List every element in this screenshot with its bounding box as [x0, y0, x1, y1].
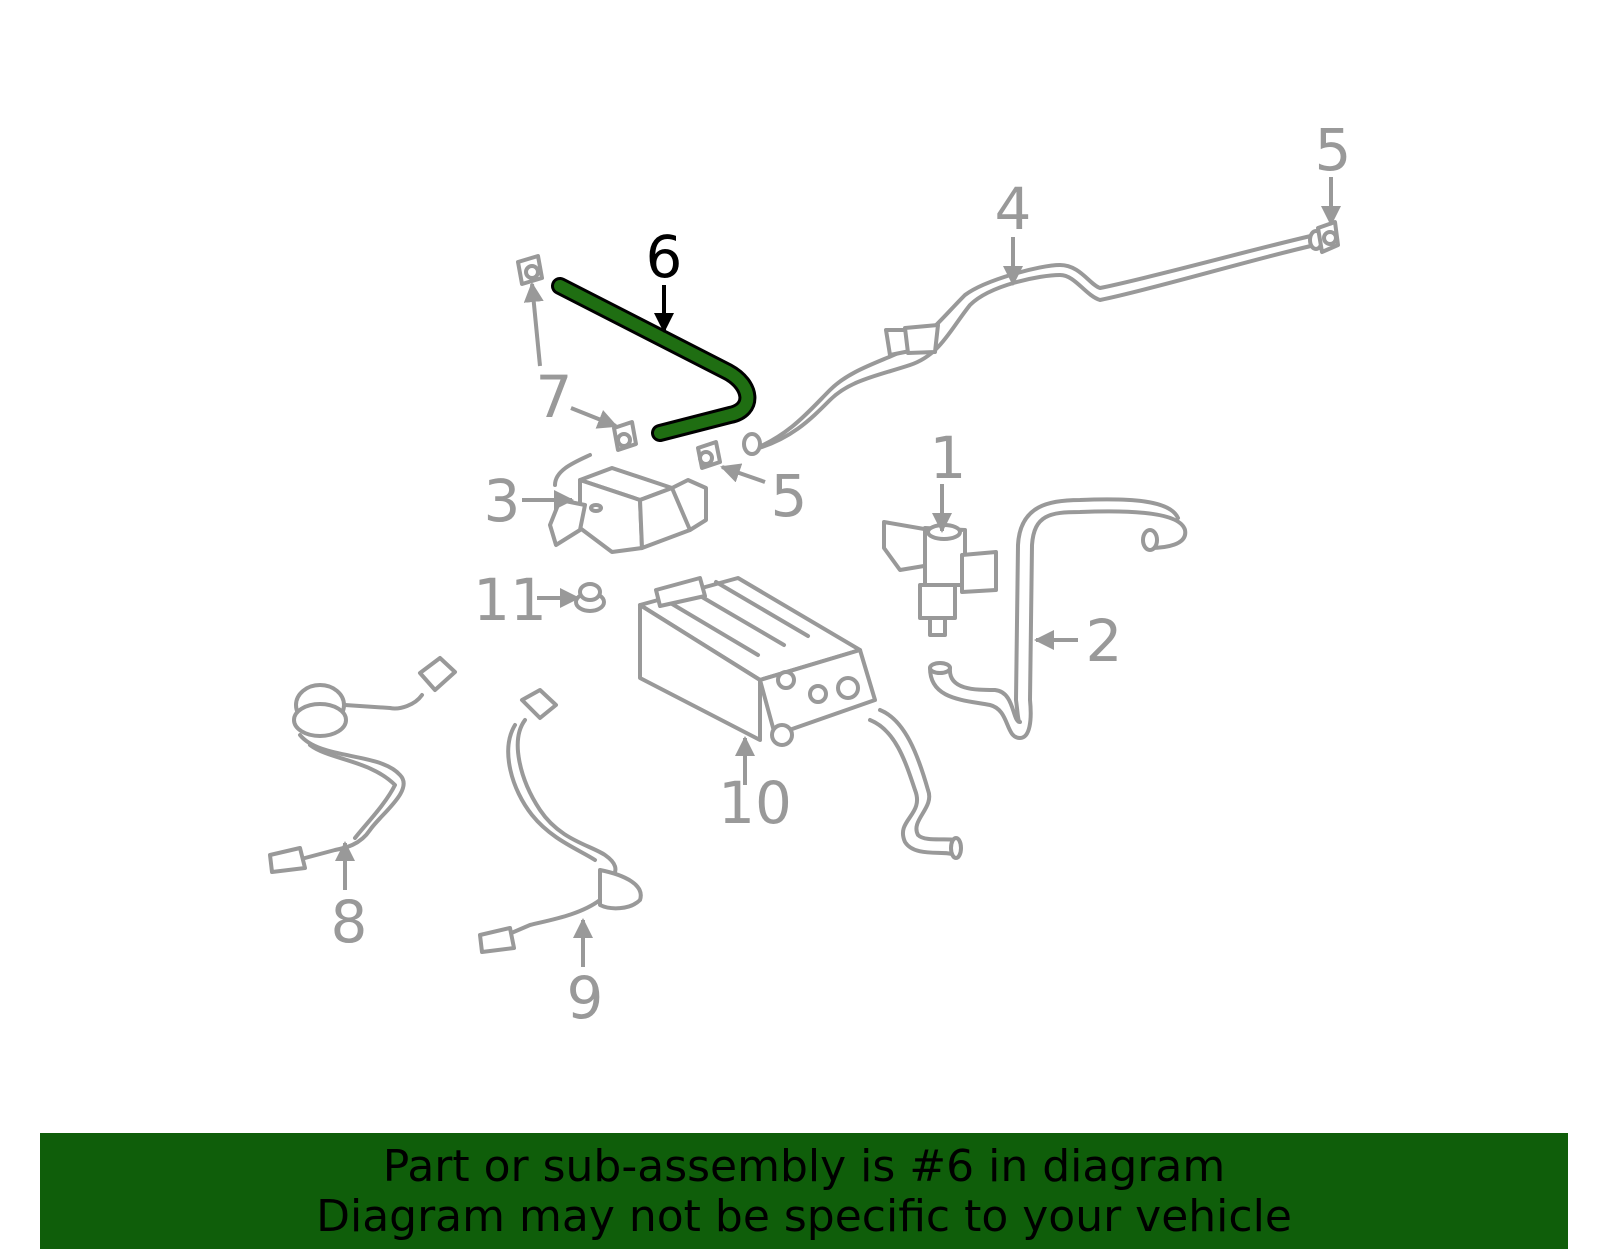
part-5-clip-right — [1316, 220, 1340, 254]
part-3-bracket — [548, 453, 708, 554]
part-8-sensor — [268, 656, 457, 874]
callout-11: 11 — [473, 566, 547, 634]
leader-7b — [570, 406, 618, 429]
callout-6: 6 — [646, 223, 683, 291]
part-7-clip-top — [516, 254, 544, 286]
callout-8: 8 — [331, 888, 368, 956]
part-9-sensor — [478, 688, 643, 954]
callout-3: 3 — [484, 467, 521, 535]
part-7-clip-lower — [612, 420, 638, 452]
callout-5-top: 5 — [1315, 116, 1352, 184]
part-4-hose — [742, 229, 1324, 456]
banner-line-1: Part or sub-assembly is #6 in diagram — [382, 1141, 1226, 1192]
part-11-grommet — [574, 582, 606, 613]
callout-2: 2 — [1086, 607, 1123, 675]
info-banner: Part or sub-assembly is #6 in diagram Di… — [40, 1133, 1568, 1249]
part-10-canister — [638, 576, 963, 860]
part-1-valve — [882, 520, 998, 637]
callout-4: 4 — [995, 175, 1032, 243]
callout-5-center: 5 — [771, 462, 808, 530]
callout-7: 7 — [536, 363, 573, 431]
part-6-hose-highlighted — [551, 277, 757, 442]
part-2-hose — [928, 497, 1188, 740]
callout-9: 9 — [567, 964, 604, 1032]
callout-1: 1 — [930, 424, 967, 492]
leader-7a — [523, 282, 544, 367]
callout-10: 10 — [718, 769, 792, 837]
part-5-clip-center — [696, 440, 722, 470]
leader-5b — [720, 463, 766, 484]
banner-line-2: Diagram may not be specific to your vehi… — [316, 1191, 1292, 1242]
